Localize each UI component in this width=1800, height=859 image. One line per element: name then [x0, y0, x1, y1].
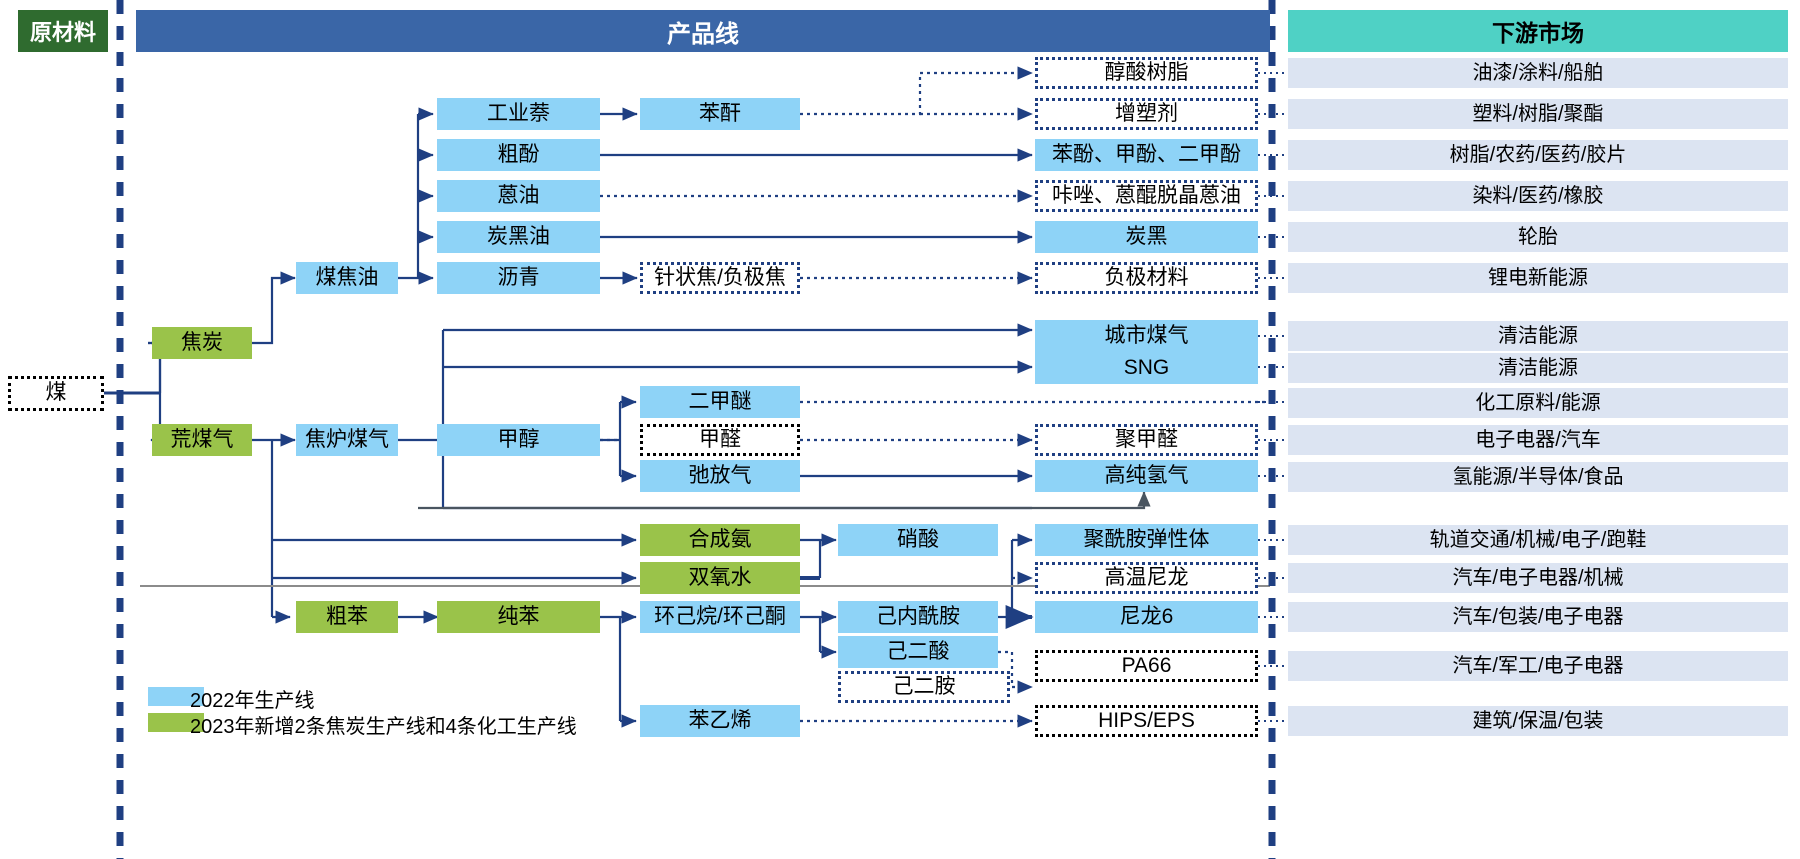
market-box[interactable]: 氢能源/半导体/食品: [1288, 462, 1788, 492]
node-dme[interactable]: 二甲醚: [640, 386, 800, 418]
node-hydrogen-peroxide[interactable]: 双氧水: [640, 562, 800, 594]
node-pa66[interactable]: PA66: [1035, 650, 1258, 682]
node-city-gas[interactable]: 城市煤气: [1035, 320, 1258, 352]
legend-swatch-2022: [148, 687, 204, 706]
legend-label-2022: 2022年生产线: [190, 690, 315, 712]
node-crude-benzene[interactable]: 粗苯: [296, 601, 398, 633]
market-box[interactable]: 化工原料/能源: [1288, 388, 1788, 418]
market-box[interactable]: 锂电新能源: [1288, 263, 1788, 293]
node-plasticizer[interactable]: 增塑剂: [1035, 98, 1258, 130]
node-adipic-acid[interactable]: 己二酸: [838, 636, 998, 668]
node-styrene[interactable]: 苯乙烯: [640, 705, 800, 737]
node-alkyd-resin[interactable]: 醇酸树脂: [1035, 57, 1258, 89]
node-coke[interactable]: 焦炭: [152, 327, 252, 359]
market-box[interactable]: 清洁能源: [1288, 353, 1788, 383]
node-phthalic-anhydride[interactable]: 苯酐: [640, 98, 800, 130]
node-industrial-naphthalene[interactable]: 工业萘: [437, 98, 600, 130]
node-coal[interactable]: 煤: [8, 376, 104, 411]
market-box[interactable]: 清洁能源: [1288, 321, 1788, 351]
market-box[interactable]: 汽车/电子电器/机械: [1288, 563, 1788, 593]
node-anode-material[interactable]: 负极材料: [1035, 262, 1258, 294]
node-carbazole[interactable]: 咔唑、蒽醌脱晶蒽油: [1035, 180, 1258, 212]
node-high-purity-hydrogen[interactable]: 高纯氢气: [1035, 460, 1258, 492]
node-phenols[interactable]: 苯酚、甲酚、二甲酚: [1035, 139, 1258, 171]
node-formaldehyde[interactable]: 甲醛: [640, 424, 800, 456]
legend-swatch-2023: [148, 713, 204, 732]
market-box[interactable]: 汽车/军工/电子电器: [1288, 651, 1788, 681]
header-raw-material: 原材料: [18, 10, 108, 52]
node-ammonia[interactable]: 合成氨: [640, 524, 800, 556]
market-box[interactable]: 轮胎: [1288, 222, 1788, 252]
node-nylon6[interactable]: 尼龙6: [1035, 601, 1258, 633]
market-box[interactable]: 建筑/保温/包装: [1288, 706, 1788, 736]
node-polyamide-elastomer[interactable]: 聚酰胺弹性体: [1035, 524, 1258, 556]
node-carbon-black[interactable]: 炭黑: [1035, 221, 1258, 253]
node-coal-tar[interactable]: 煤焦油: [296, 262, 398, 294]
market-box[interactable]: 树脂/农药/医药/胶片: [1288, 140, 1788, 170]
header-downstream-market: 下游市场: [1288, 10, 1788, 52]
market-box[interactable]: 汽车/包装/电子电器: [1288, 602, 1788, 632]
market-box[interactable]: 轨道交通/机械/电子/跑鞋: [1288, 525, 1788, 555]
node-crude-phenol[interactable]: 粗酚: [437, 139, 600, 171]
node-sng[interactable]: SNG: [1035, 352, 1258, 384]
node-carbon-black-oil[interactable]: 炭黑油: [437, 221, 600, 253]
node-hips-eps[interactable]: HIPS/EPS: [1035, 705, 1258, 737]
legend-label-2023: 2023年新增2条焦炭生产线和4条化工生产线: [190, 716, 577, 738]
node-nitric-acid[interactable]: 硝酸: [838, 524, 998, 556]
node-caprolactam[interactable]: 己内酰胺: [838, 601, 998, 633]
header-product-line: 产品线: [136, 10, 1270, 52]
node-purge-gas[interactable]: 弛放气: [640, 460, 800, 492]
node-pitch[interactable]: 沥青: [437, 262, 600, 294]
node-needle-coke[interactable]: 针状焦/负极焦: [640, 262, 800, 294]
market-box[interactable]: 电子电器/汽车: [1288, 425, 1788, 455]
market-box[interactable]: 染料/医药/橡胶: [1288, 181, 1788, 211]
node-high-temp-nylon[interactable]: 高温尼龙: [1035, 562, 1258, 594]
market-box[interactable]: 油漆/涂料/船舶: [1288, 58, 1788, 88]
market-box[interactable]: 塑料/树脂/聚酯: [1288, 99, 1788, 129]
node-anthracene-oil[interactable]: 蒽油: [437, 180, 600, 212]
node-pom[interactable]: 聚甲醛: [1035, 424, 1258, 456]
node-pure-benzene[interactable]: 纯苯: [437, 601, 600, 633]
node-methanol[interactable]: 甲醇: [437, 424, 600, 456]
node-coke-oven-gas[interactable]: 焦炉煤气: [296, 424, 398, 456]
node-raw-coke-gas[interactable]: 荒煤气: [152, 424, 252, 456]
node-hexanediamine[interactable]: 己二胺: [838, 671, 1010, 703]
node-cyclohexane[interactable]: 环己烷/环己酮: [640, 601, 800, 633]
